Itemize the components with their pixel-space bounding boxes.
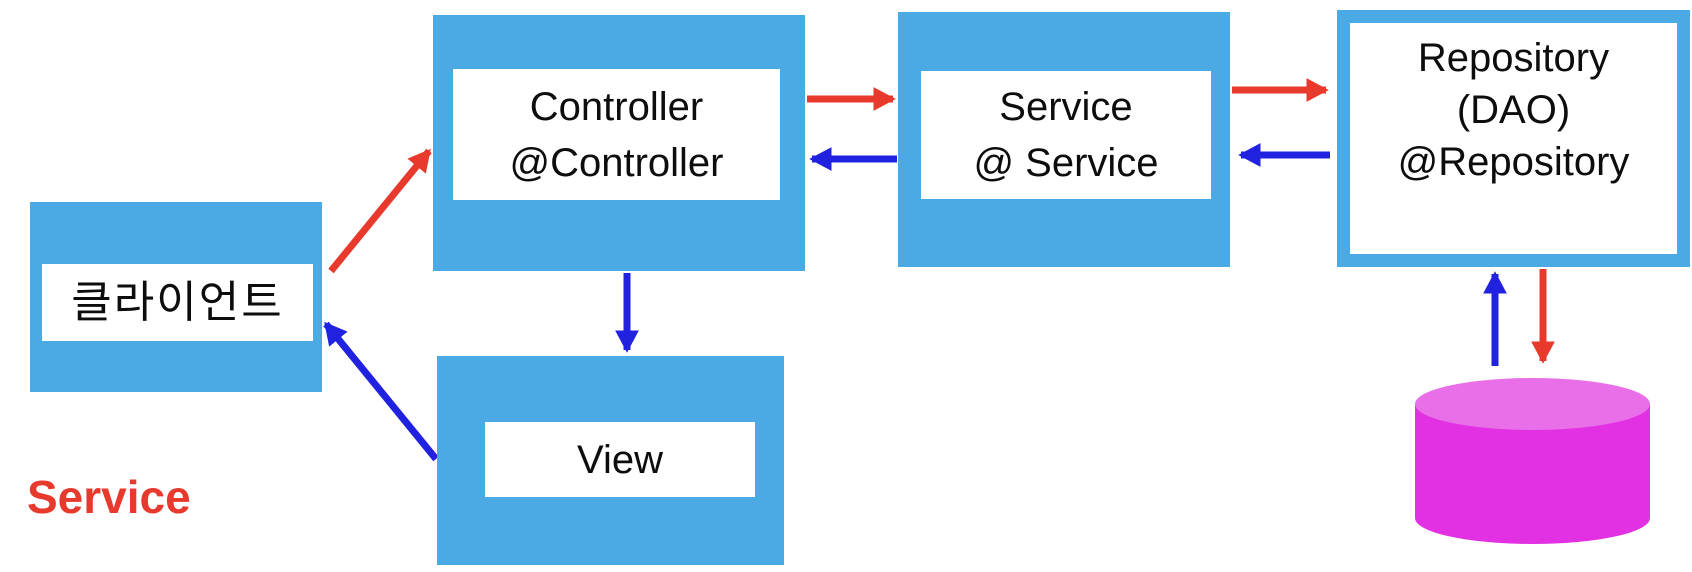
service-label-line1: Service xyxy=(999,85,1133,129)
service-label: Service @ Service xyxy=(921,71,1211,199)
repository-label-line2: (DAO) xyxy=(1456,88,1571,132)
service-node: Service @ Service xyxy=(898,12,1230,267)
client-label-text: 클라이언트 xyxy=(71,277,284,327)
database-cylinder-bottom xyxy=(1415,492,1650,544)
database-cylinder xyxy=(1415,378,1650,544)
client-label: 클라이언트 xyxy=(42,264,313,341)
controller-label: Controller @Controller xyxy=(453,69,780,200)
repository-label-line3: @Repository xyxy=(1397,140,1630,184)
controller-label-line1: Controller xyxy=(529,84,704,129)
controller-node: Controller @Controller xyxy=(433,15,805,271)
service-caption: Service xyxy=(27,471,191,523)
repository-label: Repository (DAO) @Repository xyxy=(1350,32,1677,188)
view-label-text: View xyxy=(577,437,663,482)
controller-label-line2: @Controller xyxy=(509,140,724,185)
arrow-client-to-controller-red xyxy=(328,148,432,274)
repository-node: Repository (DAO) @Repository xyxy=(1337,10,1690,267)
repository-label-line1: Repository xyxy=(1417,36,1610,80)
arrow-view-to-client-blue xyxy=(323,321,439,462)
view-label: View xyxy=(485,422,755,497)
service-label-line2: @ Service xyxy=(973,141,1159,185)
database-cylinder-top xyxy=(1415,378,1650,430)
client-node: 클라이언트 xyxy=(30,202,322,392)
view-node: View xyxy=(437,356,784,565)
